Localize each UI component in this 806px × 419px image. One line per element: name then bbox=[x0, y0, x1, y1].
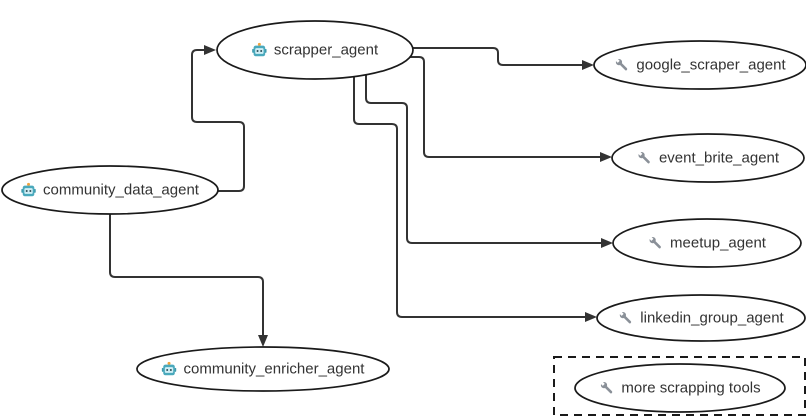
node-event-brite-agent: event_brite_agent bbox=[637, 149, 780, 167]
node-ellipse-community-enricher-agent bbox=[136, 346, 390, 392]
node-ellipse-community-data-agent bbox=[1, 165, 219, 215]
node-google-scraper-agent: google_scraper_agent bbox=[614, 56, 786, 74]
node-meetup-agent: meetup_agent bbox=[648, 234, 766, 252]
wrench-icon bbox=[614, 58, 629, 73]
node-label: event_brite_agent bbox=[658, 149, 780, 167]
wrench-icon bbox=[618, 311, 633, 326]
node-label: meetup_agent bbox=[670, 234, 766, 252]
robot-icon bbox=[252, 43, 267, 58]
robot-icon bbox=[21, 183, 36, 198]
node-ellipse-linkedin-group-agent bbox=[596, 294, 806, 342]
node-community-enricher-agent: community_enricher_agent bbox=[162, 360, 365, 378]
edge-scrapper-to-linkedin bbox=[353, 76, 597, 322]
node-label: more scrapping tools bbox=[621, 379, 761, 397]
node-label: community_data_agent bbox=[43, 181, 199, 199]
wrench-icon bbox=[599, 381, 614, 396]
node-scrapper-agent: scrapper_agent bbox=[252, 43, 378, 58]
node-ellipse-meetup-agent bbox=[612, 218, 802, 268]
node-ellipse-google-scraper-agent bbox=[593, 40, 806, 90]
node-label: community_enricher_agent bbox=[183, 360, 365, 378]
node-label: google_scraper_agent bbox=[636, 56, 786, 74]
node-label: scrapper_agent bbox=[273, 41, 379, 59]
wrench-icon bbox=[637, 151, 652, 166]
node-community-data-agent: community_data_agent bbox=[21, 183, 199, 198]
node-ellipse-event-brite-agent bbox=[611, 133, 805, 183]
wrench-icon bbox=[648, 236, 663, 251]
edge-community-data-to-scrapper bbox=[191, 45, 245, 192]
node-ellipse-more-scrapping-tools bbox=[574, 363, 786, 413]
edge-scrapper-to-eventbrite bbox=[408, 56, 612, 162]
robot-icon bbox=[162, 362, 177, 377]
node-linkedin-group-agent: linkedin_group_agent bbox=[618, 309, 784, 327]
edge-scrapper-to-google bbox=[411, 47, 594, 70]
edge-scrapper-to-meetup bbox=[365, 75, 613, 248]
edge-community-data-to-enricher bbox=[109, 214, 268, 347]
node-more-scrapping-tools: more scrapping tools bbox=[599, 379, 761, 397]
node-label: linkedin_group_agent bbox=[640, 309, 784, 327]
node-ellipse-scrapper-agent bbox=[216, 20, 414, 80]
